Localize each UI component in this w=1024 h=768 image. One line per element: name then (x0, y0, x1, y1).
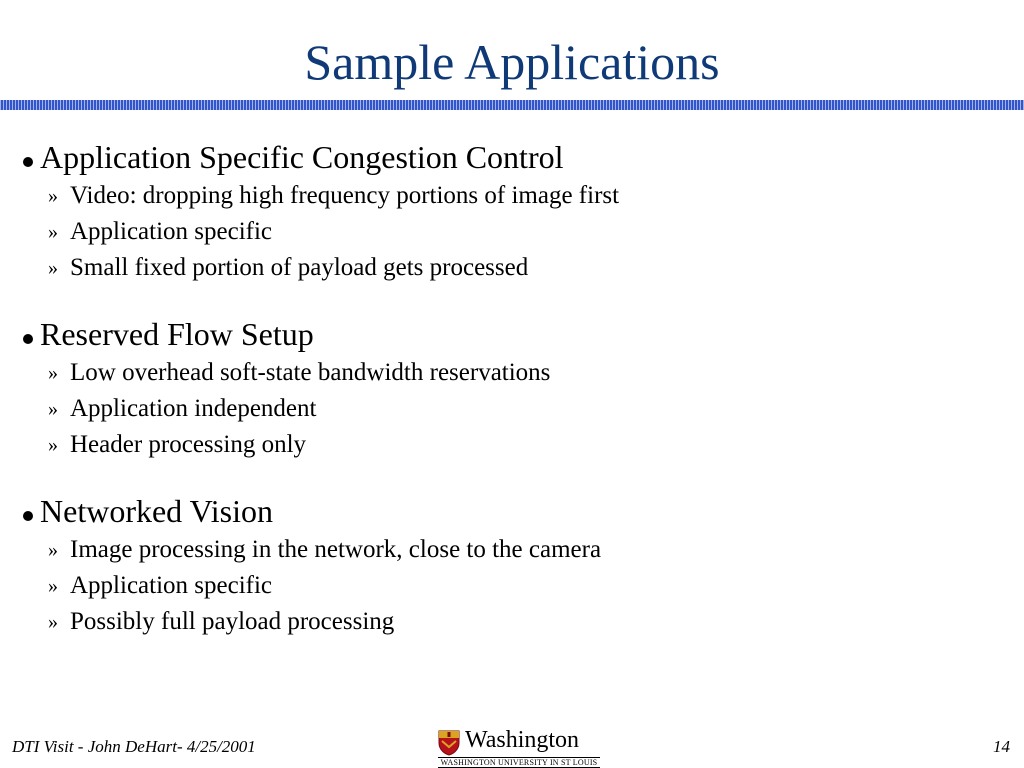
sub-bullet: » Image processing in the network, close… (0, 532, 1024, 568)
university-logo: Washington WASHINGTON UNIVERSITY IN ST L… (438, 727, 600, 768)
sub-bullet-icon: » (48, 539, 58, 561)
title-divider (0, 100, 1024, 110)
sub-bullet-icon: » (48, 434, 58, 456)
sub-bullet-text: Header processing only (70, 431, 307, 458)
page-number: 14 (993, 737, 1010, 756)
sub-bullet-text: Low overhead soft-state bandwidth reserv… (70, 359, 551, 386)
sub-bullet-text: Application specific (70, 218, 273, 245)
sub-bullet-icon: » (48, 257, 58, 279)
bullet-heading-text: Application Specific Congestion Control (40, 139, 564, 175)
sub-bullet-icon: » (48, 362, 58, 384)
sub-bullet-text: Image processing in the network, close t… (70, 536, 602, 563)
bullet-heading-text: Reserved Flow Setup (40, 316, 314, 352)
bullet-dot-icon (23, 157, 33, 167)
bullet-heading: Application Specific Congestion Control (0, 136, 1024, 178)
logo-tagline: WASHINGTON UNIVERSITY IN ST LOUIS (438, 757, 600, 768)
university-shield-icon (438, 730, 460, 756)
section-networked-vision: Networked Vision » Image processing in t… (0, 490, 1024, 640)
bullet-dot-icon (23, 511, 33, 521)
bullet-heading: Reserved Flow Setup (0, 313, 1024, 355)
slide-content: Application Specific Congestion Control … (0, 136, 1024, 667)
sub-bullet-text: Application independent (70, 395, 317, 422)
sub-bullet-text: Application specific (70, 572, 273, 599)
sub-bullet-text: Small fixed portion of payload gets proc… (70, 254, 529, 281)
sub-bullet: » Application independent (0, 391, 1024, 427)
sub-bullet-icon: » (48, 221, 58, 243)
sub-bullet-text: Video: dropping high frequency portions … (70, 182, 620, 209)
logo-wordmark: Washington (465, 727, 580, 753)
sub-bullet: » Header processing only (0, 427, 1024, 463)
sub-bullet: » Small fixed portion of payload gets pr… (0, 250, 1024, 286)
footer-presenter-date: DTI Visit - John DeHart- 4/25/2001 (12, 737, 256, 756)
section-congestion-control: Application Specific Congestion Control … (0, 136, 1024, 286)
sub-bullet-icon: » (48, 611, 58, 633)
sub-bullet-icon: » (48, 575, 58, 597)
sub-bullet-icon: » (48, 185, 58, 207)
section-reserved-flow-setup: Reserved Flow Setup » Low overhead soft-… (0, 313, 1024, 463)
sub-bullet-icon: » (48, 398, 58, 420)
sub-bullet: » Video: dropping high frequency portion… (0, 178, 1024, 214)
sub-bullet: » Application specific (0, 568, 1024, 604)
slide-title: Sample Applications (304, 34, 720, 90)
sub-bullet: » Low overhead soft-state bandwidth rese… (0, 355, 1024, 391)
sub-bullet: » Application specific (0, 214, 1024, 250)
bullet-dot-icon (23, 334, 33, 344)
bullet-heading: Networked Vision (0, 490, 1024, 532)
bullet-heading-text: Networked Vision (40, 493, 274, 529)
sub-bullet: » Possibly full payload processing (0, 604, 1024, 640)
sub-bullet-text: Possibly full payload processing (70, 608, 395, 635)
